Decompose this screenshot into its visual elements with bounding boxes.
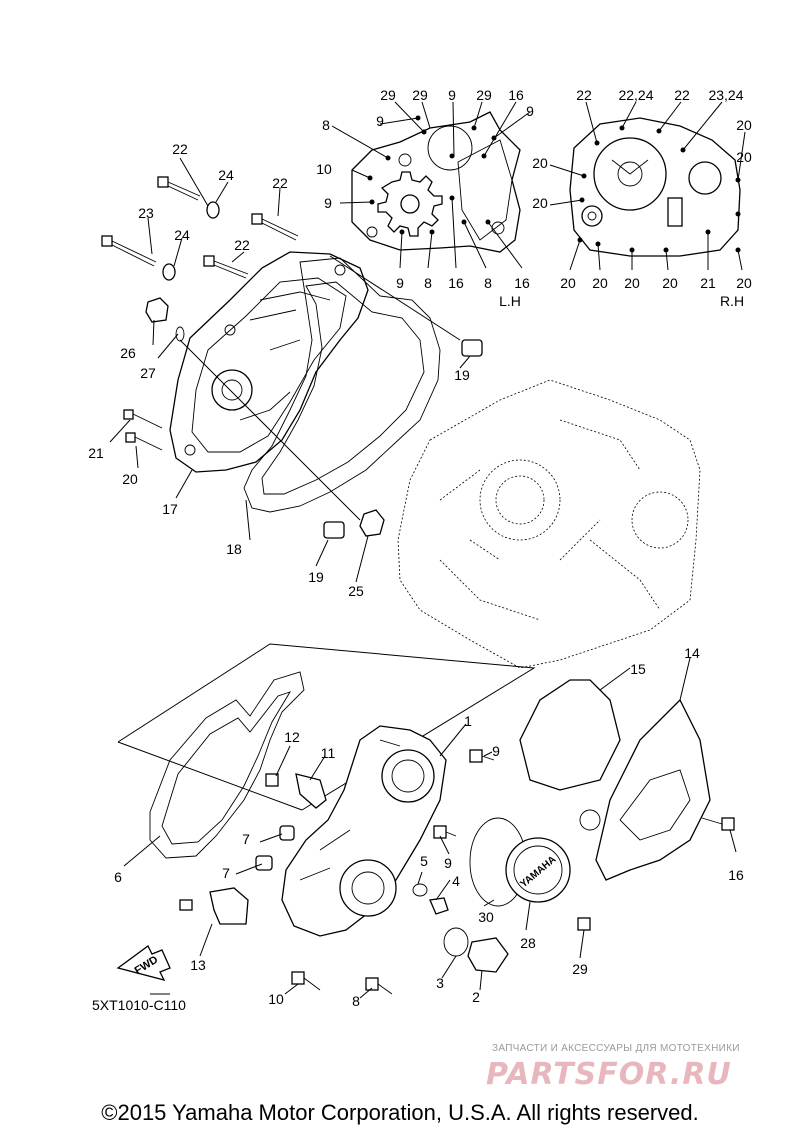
svg-text:22: 22 [576, 87, 592, 103]
svg-text:29: 29 [476, 87, 492, 103]
lh-inset-diagram [331, 101, 531, 269]
callout-14: 14 [684, 645, 700, 661]
crankcase-gasket [243, 257, 441, 513]
lh-inset-labels: 29 29 9 29 16 9 8 9 10 9 9 8 16 8 16 L.H [316, 87, 534, 309]
svg-text:20: 20 [532, 155, 548, 171]
lower-cover [179, 725, 447, 937]
svg-text:20: 20 [592, 275, 608, 291]
svg-text:8: 8 [322, 117, 330, 133]
crankcase [397, 379, 701, 669]
callout-19a: 19 [454, 367, 470, 383]
callout-23: 23 [138, 205, 154, 221]
svg-text:10: 10 [316, 161, 332, 177]
callout-24a: 24 [218, 167, 234, 183]
sprocket-cover [519, 679, 711, 881]
callout-25: 25 [348, 583, 364, 599]
callout-22c: 22 [234, 237, 250, 253]
svg-text:20: 20 [532, 195, 548, 211]
callout-17: 17 [162, 501, 178, 517]
callout-30: 30 [478, 909, 494, 925]
gasket-6 [149, 671, 305, 859]
left-crankcase-cover [169, 251, 369, 473]
svg-text:16: 16 [514, 275, 530, 291]
callout-19b: 19 [308, 569, 324, 585]
callout-13: 13 [190, 957, 206, 973]
watermark-logo: PARTSFOR.RU [486, 1057, 732, 1092]
callout-5: 5 [420, 853, 428, 869]
callout-18: 18 [226, 541, 242, 557]
callout-24b: 24 [174, 227, 190, 243]
callout-7b: 7 [222, 865, 230, 881]
callout-29: 29 [572, 961, 588, 977]
callout-12: 12 [284, 729, 300, 745]
callout-22a: 22 [172, 141, 188, 157]
svg-text:16: 16 [448, 275, 464, 291]
bolts-upper-left [101, 176, 483, 539]
rh-panel-label: R.H [720, 293, 744, 309]
svg-text:9: 9 [324, 195, 332, 211]
svg-text:9: 9 [376, 113, 384, 129]
svg-text:20: 20 [736, 117, 752, 133]
callout-7a: 7 [242, 831, 250, 847]
callout-28: 28 [520, 935, 536, 951]
svg-text:29: 29 [380, 87, 396, 103]
callout-6: 6 [114, 869, 122, 885]
callout-15: 15 [630, 661, 646, 677]
svg-text:9: 9 [448, 87, 456, 103]
callout-2: 2 [472, 989, 480, 1005]
svg-text:16: 16 [508, 87, 524, 103]
callout-9a: 9 [492, 743, 500, 759]
callout-3: 3 [436, 975, 444, 991]
svg-text:22,24: 22,24 [618, 87, 653, 103]
svg-text:20: 20 [736, 275, 752, 291]
diagram-code: 5XT1010-C110 [92, 997, 186, 1013]
callout-labels: 1 2 3 4 5 6 7 7 8 9 9 10 11 12 13 14 15 … [88, 141, 744, 1009]
svg-text:20: 20 [624, 275, 640, 291]
callout-8: 8 [352, 993, 360, 1009]
svg-text:8: 8 [424, 275, 432, 291]
callout-9b: 9 [444, 855, 452, 871]
lh-panel-label: L.H [499, 293, 521, 309]
bolts-lower [291, 749, 735, 995]
callout-22b: 22 [272, 175, 288, 191]
copyright-notice: ©2015 Yamaha Motor Corporation, U.S.A. A… [101, 1100, 699, 1125]
callout-21: 21 [88, 445, 104, 461]
callout-11: 11 [321, 745, 336, 761]
svg-text:20: 20 [560, 275, 576, 291]
svg-text:21: 21 [700, 275, 716, 291]
svg-text:29: 29 [412, 87, 428, 103]
svg-text:20: 20 [662, 275, 678, 291]
callout-27: 27 [140, 365, 156, 381]
rh-inset-labels: 22 22,24 22 23,24 20 20 20 20 20 20 20 2… [532, 87, 752, 309]
svg-text:8: 8 [484, 275, 492, 291]
callout-4: 4 [452, 873, 460, 889]
svg-text:23,24: 23,24 [708, 87, 743, 103]
fwd-arrow-icon [116, 945, 171, 981]
callout-16: 16 [728, 867, 744, 883]
svg-text:9: 9 [526, 103, 534, 119]
svg-text:9: 9 [396, 275, 404, 291]
callout-26: 26 [120, 345, 136, 361]
callout-20: 20 [122, 471, 138, 487]
callout-10: 10 [268, 991, 284, 1007]
svg-text:22: 22 [674, 87, 690, 103]
callout-1: 1 [464, 713, 472, 729]
svg-text:20: 20 [736, 149, 752, 165]
watermark-caption: ЗАПЧАСТИ И АКСЕССУАРЫ ДЛЯ МОТОТЕХНИКИ [492, 1043, 740, 1054]
rh-inset-diagram [549, 101, 746, 271]
